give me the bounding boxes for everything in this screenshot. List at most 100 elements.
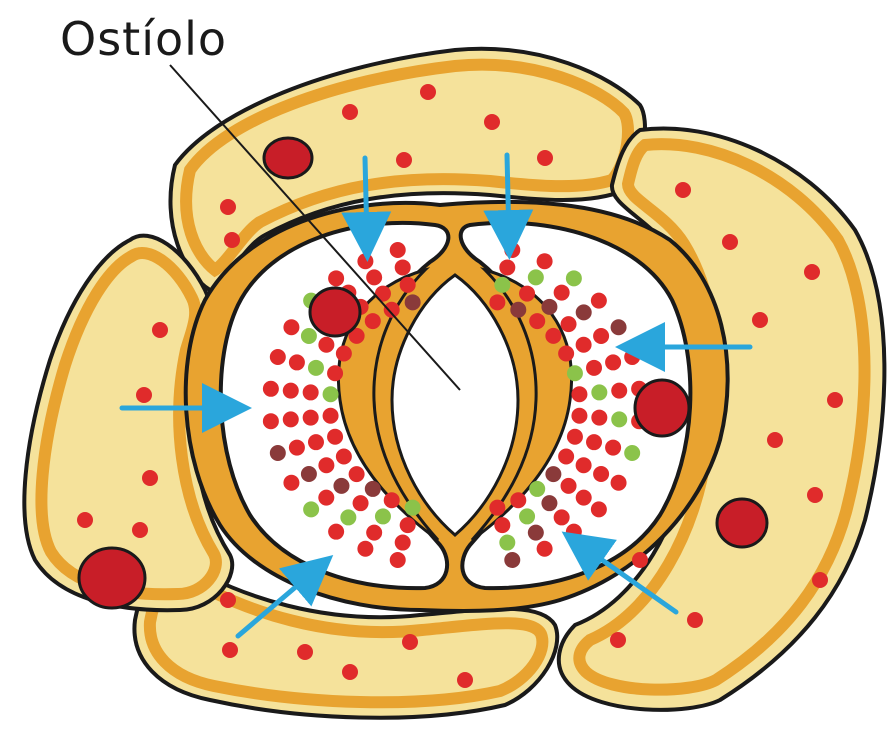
granule (611, 411, 627, 427)
chloroplast (132, 522, 148, 538)
granule (301, 328, 317, 344)
chloroplast (586, 434, 602, 450)
chloroplast (558, 345, 574, 361)
chloroplast (152, 322, 168, 338)
chloroplast (270, 349, 286, 365)
chloroplast (318, 457, 334, 473)
chloroplast (510, 492, 526, 508)
chloroplast (752, 312, 768, 328)
chloroplast (499, 259, 515, 275)
chloroplast (812, 572, 828, 588)
chloroplast (554, 509, 570, 525)
nucleus-icon (717, 499, 767, 547)
chloroplast (289, 440, 305, 456)
granule (528, 269, 544, 285)
chloroplast (576, 490, 592, 506)
chloroplast (827, 392, 843, 408)
chloroplast (303, 384, 319, 400)
chloroplast (566, 524, 582, 540)
chloroplast (610, 632, 626, 648)
chloroplast (571, 386, 587, 402)
ostiole-label: Ostíolo (60, 12, 227, 66)
granule (624, 445, 640, 461)
chloroplast (283, 319, 299, 335)
chloroplast (301, 466, 317, 482)
chloroplast (558, 449, 574, 465)
chloroplast (220, 592, 236, 608)
arrow-icon (507, 155, 509, 240)
chloroplast (541, 495, 557, 511)
chloroplast (323, 408, 339, 424)
granule (499, 535, 515, 551)
chloroplast (494, 517, 510, 533)
chloroplast (390, 242, 406, 258)
chloroplast (353, 495, 369, 511)
chloroplast (357, 541, 373, 557)
chloroplast (576, 304, 592, 320)
chloroplast (328, 270, 344, 286)
chloroplast (349, 466, 365, 482)
chloroplast (270, 445, 286, 461)
arrow-icon (365, 158, 367, 242)
chloroplast (318, 490, 334, 506)
chloroplast (576, 457, 592, 473)
chloroplast (318, 337, 334, 353)
chloroplast (384, 302, 400, 318)
chloroplast (767, 432, 783, 448)
chloroplast (571, 408, 587, 424)
chloroplast (308, 434, 324, 450)
chloroplast (576, 337, 592, 353)
chloroplast (366, 269, 382, 285)
granule (566, 270, 582, 286)
chloroplast (328, 524, 344, 540)
granule (567, 365, 583, 381)
chloroplast (504, 242, 520, 258)
granule (375, 508, 391, 524)
granule (405, 500, 421, 516)
chloroplast (400, 517, 416, 533)
chloroplast (395, 535, 411, 551)
chloroplast (77, 512, 93, 528)
chloroplast (586, 360, 602, 376)
chloroplast (687, 612, 703, 628)
chloroplast (593, 328, 609, 344)
chloroplast (263, 413, 279, 429)
granule (494, 277, 510, 293)
chloroplast (611, 475, 627, 491)
chloroplast (365, 481, 381, 497)
chloroplast (489, 294, 505, 310)
chloroplast (396, 152, 412, 168)
chloroplast (632, 552, 648, 568)
granule (519, 508, 535, 524)
chloroplast (366, 525, 382, 541)
chloroplast (289, 354, 305, 370)
chloroplast (591, 501, 607, 517)
chloroplast (537, 150, 553, 166)
chloroplast (611, 319, 627, 335)
chloroplast (561, 478, 577, 494)
chloroplast (593, 466, 609, 482)
chloroplast (624, 349, 640, 365)
nucleus-icon (264, 138, 312, 178)
chloroplast (224, 232, 240, 248)
chloroplast (333, 478, 349, 494)
chloroplast (457, 672, 473, 688)
chloroplast (807, 487, 823, 503)
chloroplast (529, 313, 545, 329)
chloroplast (545, 466, 561, 482)
granule (323, 386, 339, 402)
chloroplast (336, 449, 352, 465)
chloroplast (541, 299, 557, 315)
chloroplast (484, 114, 500, 130)
chloroplast (327, 365, 343, 381)
chloroplast (365, 313, 381, 329)
chloroplast (567, 429, 583, 445)
granule (308, 360, 324, 376)
chloroplast (283, 383, 299, 399)
chloroplast (605, 354, 621, 370)
chloroplast (504, 552, 520, 568)
chloroplast (327, 429, 343, 445)
nucleus-icon (79, 548, 145, 608)
chloroplast (489, 500, 505, 516)
